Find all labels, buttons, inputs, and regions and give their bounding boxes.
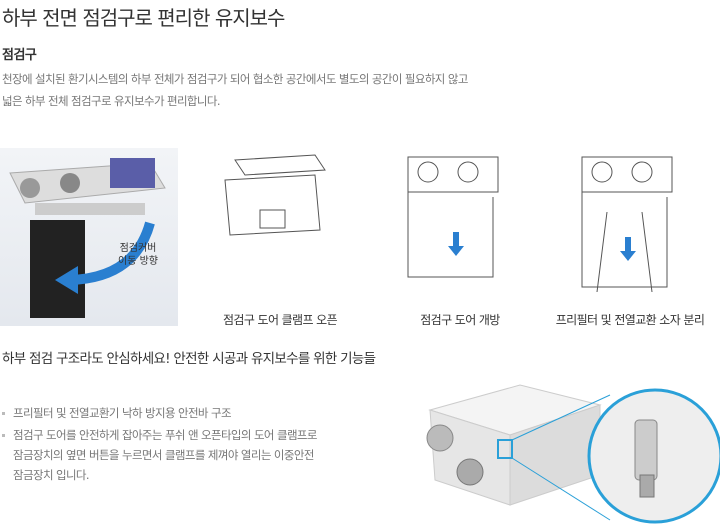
bullet-text: 잠금장치의 옆면 버튼을 누르면서 클램프를 제껴야 열리는 이중안전 — [13, 448, 314, 462]
description-line: 천장에 설치된 환기시스템의 하부 전체가 점검구가 되어 협소한 공간에서도 … — [2, 72, 468, 86]
bullet-item: 점검구 도어를 안전하게 잡아주는 푸쉬 앤 오픈타입의 도어 클램프로 — [2, 427, 317, 443]
page-title: 하부 전면 점검구로 편리한 유지보수 — [2, 6, 285, 30]
photo-label: 이동 방향 — [118, 256, 158, 267]
step-caption: 점검구 도어 개방 — [420, 313, 500, 327]
step3-illustration — [581, 156, 673, 292]
section-heading: 하부 점검 구조라도 안심하세요! 안전한 시공과 유지보수를 위한 기능들 — [2, 351, 376, 367]
step1-illustration — [224, 154, 326, 236]
bullet-text: 잠금장치 입니다. — [13, 468, 90, 482]
step-caption: 점검구 도어 클램프 오픈 — [222, 313, 338, 327]
step-caption: 프리필터 및 전열교환 소자 분리 — [555, 313, 705, 327]
photo-label: 점검커버 — [119, 243, 157, 254]
inspection-photo: 점검커버 이동 방향 — [0, 148, 178, 326]
ventilator-photo-illustration — [9, 158, 166, 318]
step2-illustration — [407, 156, 499, 278]
bullet-text: 프리필터 및 전열교환기 낙하 방지용 안전바 구조 — [13, 406, 232, 420]
product-clamp-illustration — [426, 384, 720, 524]
description-line: 넓은 하부 전체 점검구로 유지보수가 편리합니다. — [2, 94, 221, 108]
section-heading: 점검구 — [2, 48, 37, 63]
bullet-text: 점검구 도어를 안전하게 잡아주는 푸쉬 앤 오픈타입의 도어 클램프로 — [13, 428, 317, 442]
bullet-item: 프리필터 및 전열교환기 낙하 방지용 안전바 구조 — [2, 405, 232, 421]
